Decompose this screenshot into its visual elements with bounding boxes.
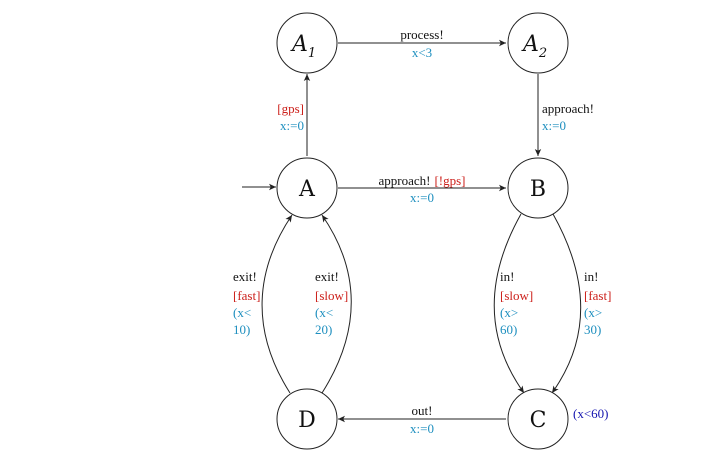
b-c-right-guard: [fast] [584, 288, 611, 303]
d-a-right-action: exit! [315, 269, 339, 284]
svg-text:A1: A1 [290, 32, 316, 61]
a-a1-guard: [gps] [277, 101, 304, 116]
state-a2: A2 [507, 12, 569, 74]
b-c-right-action: in! [584, 269, 598, 284]
state-d: D [276, 388, 338, 450]
state-a1: A1 [276, 12, 338, 74]
edge-d-to-a-left [261, 214, 293, 394]
d-a-left-guard: [fast] [233, 288, 260, 303]
state-a2-label: A [521, 32, 539, 57]
svg-text:approach![!gps]: approach! [!gps] [378, 173, 465, 188]
a-b-action: approach! [378, 173, 430, 188]
state-c-label: C [530, 408, 547, 433]
edge-b-to-c-left [493, 213, 525, 394]
d-a-left-action: exit! [233, 269, 257, 284]
state-a2-subscript: 2 [538, 46, 547, 61]
c-d-action: out! [412, 403, 433, 418]
edge-d-to-a-right [321, 214, 352, 394]
state-c: C [507, 388, 569, 450]
b-c-right-update-1: (x> [584, 305, 602, 320]
state-d-label: D [298, 408, 316, 433]
state-a: A [276, 157, 338, 219]
c-d-update: x:=0 [410, 421, 434, 436]
state-a1-label: A [290, 32, 308, 57]
d-a-right-update-1: (x< [315, 305, 333, 320]
a-a1-update: x:=0 [280, 118, 304, 133]
a-b-guard: [!gps] [434, 173, 465, 188]
b-c-left-update-2: 60) [500, 322, 517, 337]
d-a-right-guard: [slow] [315, 288, 348, 303]
b-c-left-guard: [slow] [500, 288, 533, 303]
edge-b-to-c-right [551, 213, 582, 394]
state-a-label: A [298, 177, 316, 202]
a1-a2-action: process! [400, 27, 443, 42]
d-a-left-update-2: 10) [233, 322, 250, 337]
b-c-right-update-2: 30) [584, 322, 601, 337]
a-b-update: x:=0 [410, 190, 434, 205]
d-a-right-update-2: 20) [315, 322, 332, 337]
a2-b-action: approach! [542, 101, 594, 116]
b-c-left-update-1: (x> [500, 305, 518, 320]
a2-b-update: x:=0 [542, 118, 566, 133]
svg-text:A2: A2 [521, 32, 547, 61]
b-c-left-action: in! [500, 269, 514, 284]
a1-a2-guard: x<3 [412, 45, 432, 60]
state-b-label: B [530, 177, 546, 202]
state-a1-subscript: 1 [308, 46, 316, 61]
state-c-invariant: (x<60) [573, 406, 609, 421]
d-a-left-update-1: (x< [233, 305, 251, 320]
state-b: B [507, 157, 569, 219]
